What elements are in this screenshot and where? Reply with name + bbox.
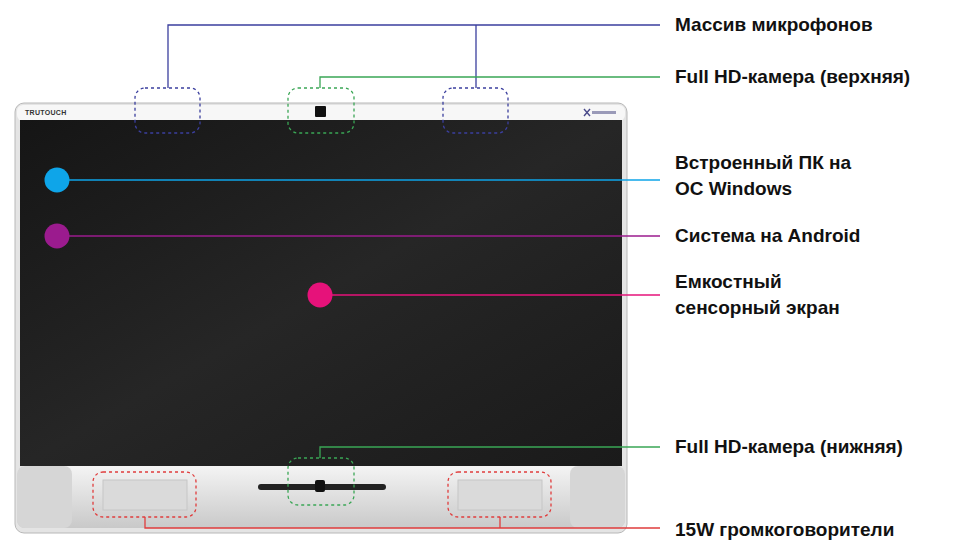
windows-callout [45,168,661,193]
part-label: Full HD-камера (верхняя) [675,64,910,90]
speaker-bar [17,466,625,528]
speaker-grille [458,480,542,510]
part-label: Встроенный ПК на ОС Windows [675,150,870,201]
bar-corner [570,466,625,528]
part-label: Система на Android [675,223,860,249]
part-label: 15W громкоговорители [675,517,894,543]
top-bezel [17,105,625,121]
screen-callout [308,283,661,308]
camera-callout [288,77,660,133]
camera-lens [315,106,326,117]
mic-callout [135,25,660,133]
brand-text: TRUTOUCH [25,109,67,116]
speaker-callout [93,472,660,528]
speaker-grille [103,480,187,510]
brand-logo [584,109,616,116]
camera-lens [315,480,325,492]
part-label: Емкостный сенсорный экран [675,269,855,320]
screen [20,120,622,466]
panel-housing [15,103,627,533]
camera-callout [288,447,660,505]
part-label: Массив микрофонов [675,12,873,38]
android-callout [45,224,661,249]
part-label: Full HD-камера (нижняя) [675,434,903,460]
bar-corner [17,466,72,528]
